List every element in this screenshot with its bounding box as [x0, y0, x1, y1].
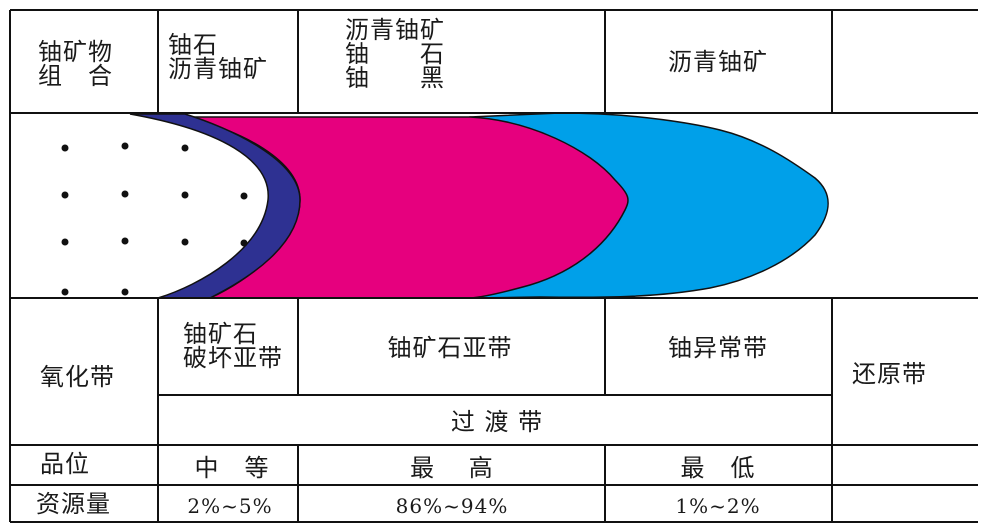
- zone-ore-subzone: 铀矿石亚带: [387, 334, 513, 362]
- header-col1-minerals: 铀石 沥青铀矿: [168, 31, 268, 83]
- resource-col3: 1%~2%: [675, 494, 761, 518]
- zone-transition: 过 渡 带: [450, 408, 544, 436]
- resource-col1: 2%~5%: [187, 494, 273, 518]
- header-col3-minerals: 沥青铀矿: [668, 48, 768, 76]
- grade-label: 品位: [40, 450, 90, 478]
- resource-col2: 86%~94%: [395, 494, 509, 518]
- zone-oxidation: 氧化带: [40, 363, 115, 391]
- grade-col2: 最 高: [410, 454, 494, 482]
- zone-reduction: 还原带: [852, 360, 927, 388]
- header-col2-minerals: 沥青铀矿 铀 石 铀 黑: [345, 16, 445, 92]
- resource-label: 资源量: [36, 490, 111, 518]
- zone-destroyed-subzone: 铀矿石 破坏亚带: [183, 320, 283, 372]
- grade-col1: 中 等: [194, 454, 270, 482]
- table-grid: [9, 9, 978, 523]
- zone-anomaly: 铀异常带: [668, 334, 768, 362]
- oxidation-dots: [61, 142, 248, 296]
- header-row-title: 铀矿物 组 合: [38, 38, 113, 90]
- grade-col3: 最 低: [680, 454, 756, 482]
